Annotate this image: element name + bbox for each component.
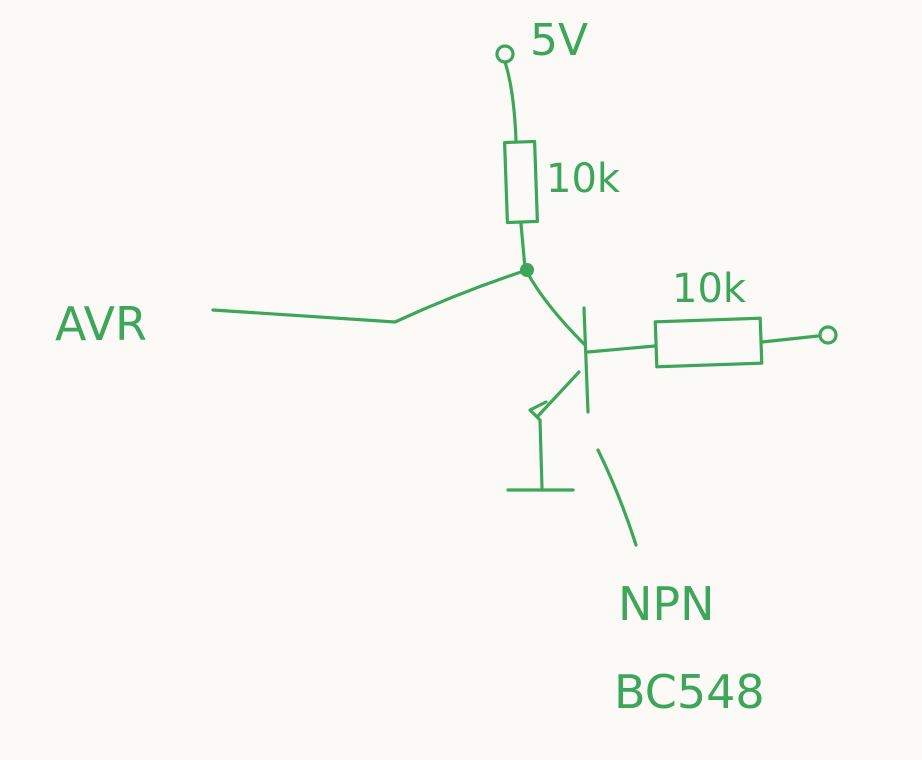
base-resistor-lead bbox=[760, 334, 820, 344]
base-resistor bbox=[653, 316, 764, 369]
supply-terminal bbox=[495, 44, 515, 64]
emitter-arrow-icon bbox=[528, 400, 548, 422]
base-input-terminal bbox=[818, 325, 838, 345]
transistor-part-label: BC548 bbox=[614, 665, 765, 719]
part-pointer bbox=[596, 448, 638, 547]
base-wire bbox=[586, 344, 657, 354]
base-resistor-label: 10k bbox=[672, 266, 747, 312]
collector-resistor-label: 10k bbox=[546, 156, 621, 202]
input-label: AVR bbox=[55, 297, 147, 351]
collector-resistor bbox=[503, 139, 539, 225]
supply-wire bbox=[503, 60, 518, 142]
avr-wire bbox=[211, 268, 529, 324]
collector-resistor-lead bbox=[519, 222, 527, 270]
supply-label: 5V bbox=[530, 15, 588, 66]
transistor-emitter bbox=[536, 370, 581, 418]
transistor-type-label: NPN bbox=[618, 577, 715, 631]
transistor-base-bar bbox=[582, 306, 590, 414]
transistor-collector bbox=[525, 270, 587, 347]
ground-wire bbox=[538, 418, 544, 490]
